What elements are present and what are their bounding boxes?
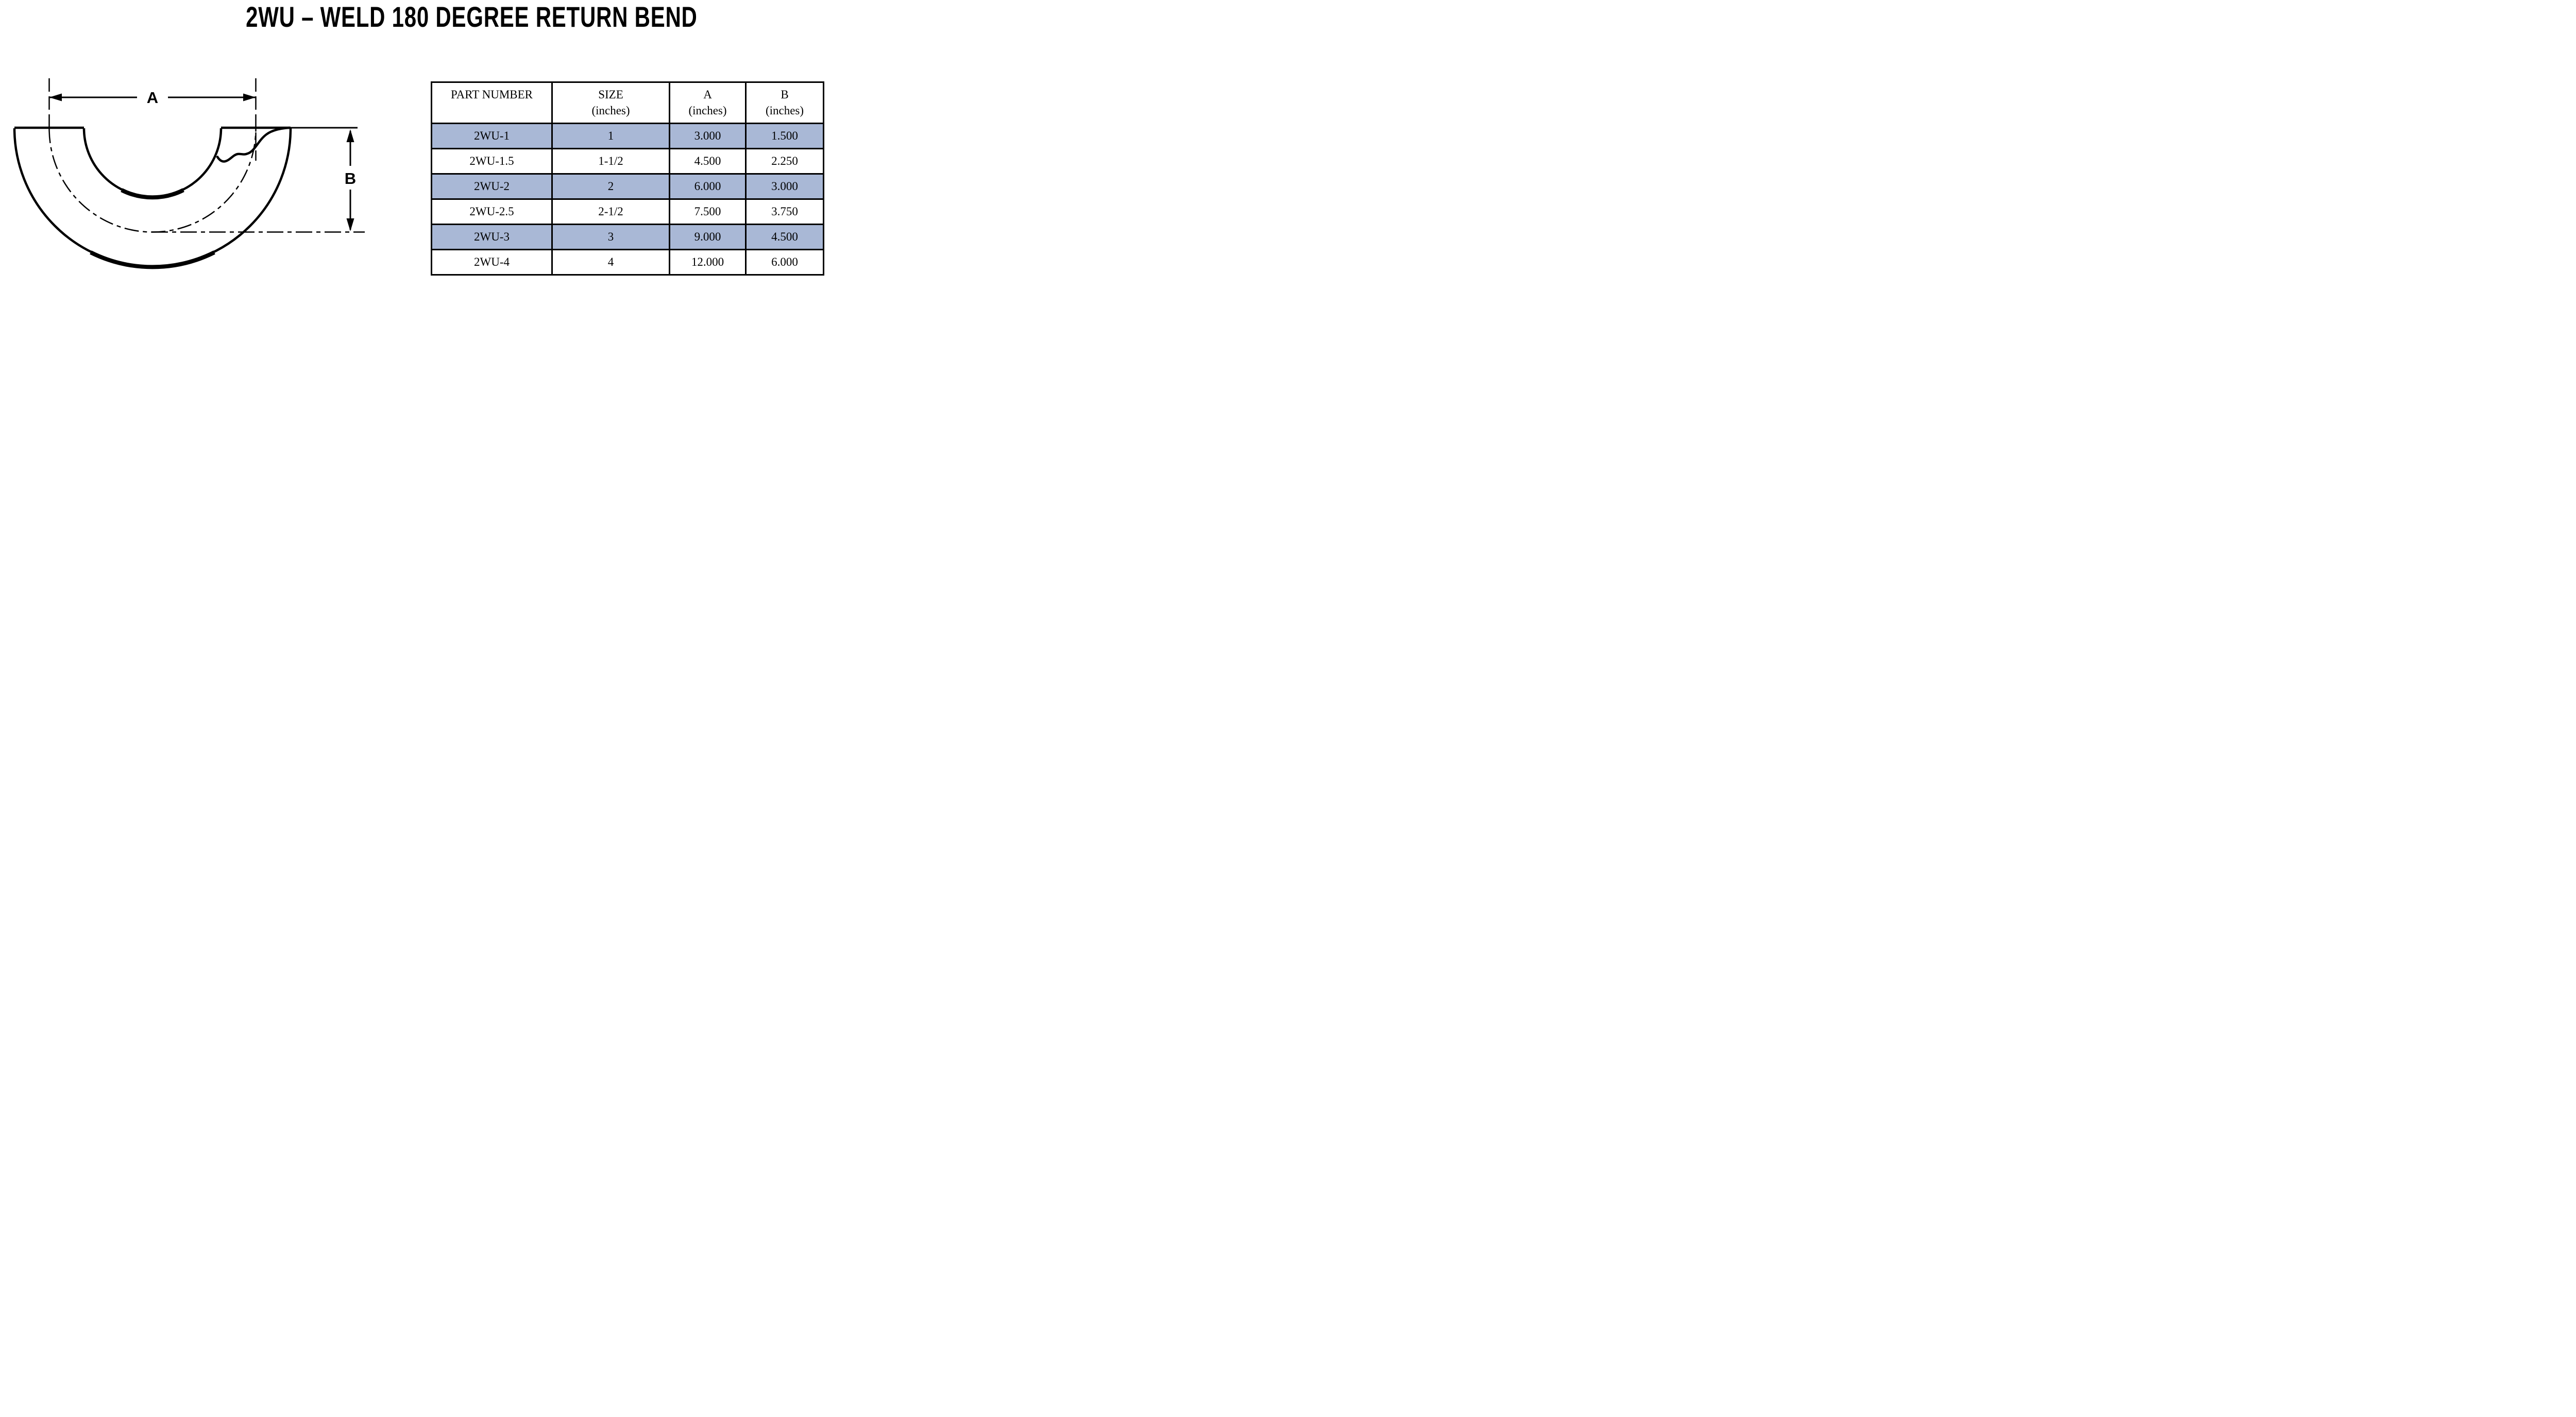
dim-a-arrowhead-left <box>49 93 62 101</box>
cell-part-number: 2WU-3 <box>431 224 553 250</box>
col-header-part-number: PART NUMBER <box>431 81 553 124</box>
header-line1: PART NUMBER <box>450 88 533 101</box>
cell-a: 3.000 <box>669 123 747 149</box>
dim-b-arrowhead-top <box>346 129 354 142</box>
table-row: 2WU-4 4 12.000 6.000 <box>431 249 824 276</box>
cell-part-number: 2WU-2 <box>431 173 553 200</box>
cell-b: 4.500 <box>745 224 824 250</box>
dim-a-label: A <box>147 89 158 107</box>
outer-arc-bottom-thick <box>90 250 215 269</box>
header-line1: SIZE <box>598 88 623 101</box>
dimensions-table: PART NUMBER SIZE (inches) A (inches) B (… <box>431 81 824 276</box>
cell-size: 1-1/2 <box>551 148 670 175</box>
cell-part-number: 2WU-1 <box>431 123 553 149</box>
col-header-a: A (inches) <box>669 81 747 124</box>
dim-a-arrowhead-right <box>243 93 256 101</box>
cell-b: 2.250 <box>745 148 824 175</box>
cell-a: 7.500 <box>669 198 747 225</box>
cell-b: 6.000 <box>745 249 824 276</box>
cell-b: 3.000 <box>745 173 824 200</box>
dim-b-arrowhead-bottom <box>346 218 354 231</box>
table-row: 2WU-1.5 1-1/2 4.500 2.250 <box>431 148 824 175</box>
cell-b: 3.750 <box>745 198 824 225</box>
return-bend-diagram: A B <box>13 78 365 269</box>
inner-arc <box>82 128 223 198</box>
col-header-size: SIZE (inches) <box>551 81 670 124</box>
cell-size: 2 <box>551 173 670 200</box>
header-line2: (inches) <box>591 104 630 117</box>
header-line2: (inches) <box>688 104 727 117</box>
table-row: 2WU-2 2 6.000 3.000 <box>431 173 824 200</box>
page-title-text: 2WU – WELD 180 DEGREE RETURN BEND <box>245 1 698 33</box>
inner-arc-bottom-thick <box>121 188 184 200</box>
header-line1: A <box>703 88 712 101</box>
cell-size: 4 <box>551 249 670 276</box>
header-line1: B <box>781 88 789 101</box>
cell-a: 9.000 <box>669 224 747 250</box>
dim-b-label: B <box>345 169 356 187</box>
cell-a: 6.000 <box>669 173 747 200</box>
catalog-page: 2WU – WELD 180 DEGREE RETURN BEND A B <box>0 0 824 283</box>
page-title: 2WU – WELD 180 DEGREE RETURN BEND <box>162 2 781 32</box>
cell-size: 3 <box>551 224 670 250</box>
cell-part-number: 2WU-2.5 <box>431 198 553 225</box>
table-header-row: PART NUMBER SIZE (inches) A (inches) B (… <box>431 81 824 124</box>
cell-part-number: 2WU-1.5 <box>431 148 553 175</box>
cell-b: 1.500 <box>745 123 824 149</box>
table-row: 2WU-1 1 3.000 1.500 <box>431 123 824 149</box>
col-header-b: B (inches) <box>745 81 824 124</box>
table-row: 2WU-3 3 9.000 4.500 <box>431 224 824 250</box>
cell-a: 4.500 <box>669 148 747 175</box>
centerline-arc <box>48 128 257 233</box>
cell-a: 12.000 <box>669 249 747 276</box>
table-row: 2WU-2.5 2-1/2 7.500 3.750 <box>431 198 824 225</box>
cell-part-number: 2WU-4 <box>431 249 553 276</box>
cell-size: 1 <box>551 123 670 149</box>
break-line <box>216 126 290 163</box>
cell-size: 2-1/2 <box>551 198 670 225</box>
header-line2: (inches) <box>765 104 804 117</box>
